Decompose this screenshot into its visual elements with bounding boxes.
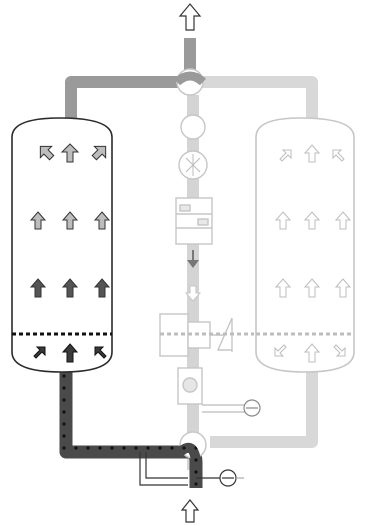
inlet-arrow-icon — [180, 499, 200, 523]
tower-right-shell — [255, 117, 355, 373]
outlet-header-active — [65, 76, 190, 130]
bypass-lines — [139, 452, 188, 486]
up-arrow-icon — [274, 278, 292, 298]
valve-flow-top — [173, 71, 207, 86]
valve-flow-bottom — [176, 442, 201, 463]
diagonal-arrow-icon — [274, 344, 287, 357]
up-arrow-icon — [303, 278, 321, 298]
tower-left — [11, 117, 113, 373]
tower-left-shell — [11, 117, 113, 373]
up-arrow-icon — [303, 144, 321, 163]
center-components — [175, 114, 213, 245]
diagonal-arrow-icon — [39, 145, 55, 161]
left-tower-bottom-arrows — [33, 343, 107, 363]
diagonal-arrow-icon — [333, 344, 346, 357]
diagonal-arrow-icon — [33, 346, 46, 359]
up-arrow-icon — [61, 211, 79, 230]
up-arrow-icon — [61, 278, 79, 298]
up-arrow-icon — [334, 211, 352, 230]
switching-valve — [159, 313, 254, 405]
up-arrow-icon — [29, 278, 47, 298]
up-arrow-icon — [93, 278, 111, 298]
up-arrow-icon — [334, 278, 352, 298]
left-tower-arrows — [29, 143, 111, 298]
up-arrow-icon — [29, 211, 47, 230]
up-arrow-icon — [303, 211, 321, 230]
diagonal-arrow-icon — [94, 346, 107, 359]
right-tower-arrows — [274, 144, 352, 363]
up-arrow-icon — [274, 211, 292, 230]
wet-inlet-pipe — [59, 368, 203, 488]
diagonal-arrow-icon — [332, 149, 345, 162]
up-arrow-icon — [60, 143, 80, 163]
down-arrow-icon — [184, 285, 202, 302]
diagonal-arrow-icon — [91, 145, 107, 161]
down-arrow-icon — [187, 260, 199, 268]
up-arrow-icon — [303, 343, 321, 363]
bottom-crossover-valve — [176, 431, 207, 463]
active-piping — [65, 38, 196, 130]
orifice-icon — [180, 114, 206, 140]
diagonal-arrow-icon — [279, 149, 292, 162]
outlet-arrow-icon — [178, 3, 202, 31]
up-arrow-icon — [61, 343, 79, 363]
up-arrow-icon — [93, 211, 111, 230]
tower-right — [255, 117, 355, 373]
gauges — [196, 399, 261, 487]
bottom-header-inactive — [210, 365, 318, 448]
top-crossover-valve — [173, 68, 207, 96]
